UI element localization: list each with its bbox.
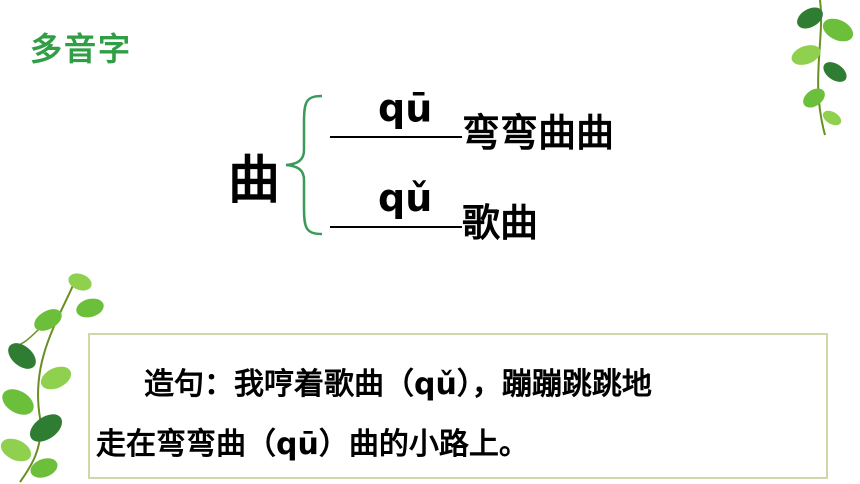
pinyin-answer: qū bbox=[378, 86, 433, 130]
answer-blank bbox=[330, 136, 462, 138]
sentence-line: 造句：我哼着歌曲（qǔ），蹦蹦跳跳地 bbox=[144, 367, 652, 402]
example-word: 弯弯曲曲 bbox=[462, 111, 615, 155]
page-title: 多音字 bbox=[30, 30, 133, 68]
pinyin-answer: qǔ bbox=[378, 176, 433, 220]
sentence-line: 走在弯弯曲（qū）曲的小路上。 bbox=[96, 427, 529, 462]
curly-brace-icon bbox=[285, 94, 323, 236]
vine-bottom-left-icon bbox=[0, 273, 104, 483]
sentence-box: 造句：我哼着歌曲（qǔ），蹦蹦跳跳地 走在弯弯曲（qū）曲的小路上。 bbox=[88, 333, 828, 479]
answer-blank bbox=[330, 226, 462, 228]
polyphonic-character: 曲 bbox=[228, 151, 281, 211]
vine-top-right-icon bbox=[791, 0, 854, 136]
example-word: 歌曲 bbox=[462, 201, 539, 245]
